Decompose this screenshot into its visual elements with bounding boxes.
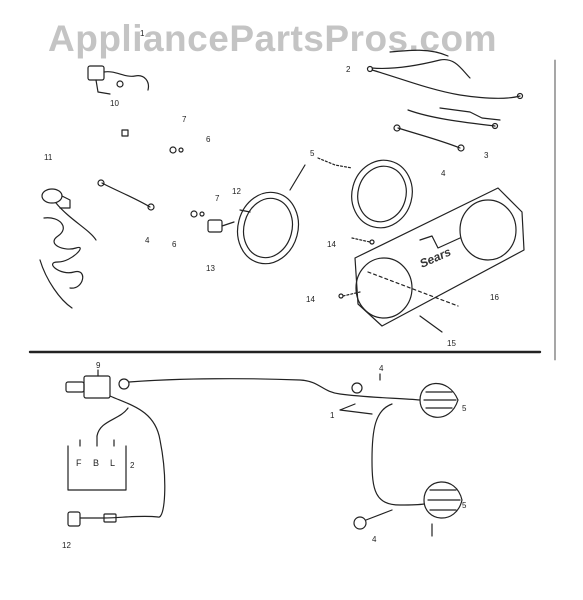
connector-part-12: [67, 511, 117, 527]
callout-number: 16: [490, 293, 499, 302]
callout-number: 2: [346, 65, 351, 74]
sealed-beam-lamp-right: [351, 159, 413, 229]
watermark-logo: AppliancePartsPros.com: [48, 18, 497, 59]
callout-number: 13: [206, 264, 215, 273]
mounting-panel-16: [354, 187, 525, 327]
panel-brand-text: Sears: [418, 245, 454, 271]
callout-number: 12: [62, 541, 71, 550]
callout-number: 6: [206, 135, 211, 144]
callout-number: 5: [310, 149, 315, 158]
callout-number: 9: [96, 361, 101, 370]
callout-number: 11: [44, 153, 53, 162]
wire-part-3: [407, 109, 499, 130]
screws-14-15: [338, 237, 459, 333]
main-harness-part-1: [103, 378, 425, 519]
plug-pin-b: B: [93, 458, 99, 468]
callout-number: 6: [172, 240, 177, 249]
callout-number: 12: [232, 187, 241, 196]
wire-part-4-right: [393, 124, 465, 152]
wire-part-4-left: [97, 179, 155, 211]
headlamp-lower: [423, 481, 463, 519]
callout-number: 10: [110, 99, 119, 108]
callout-number: 14: [327, 240, 336, 249]
callout-number: 1: [330, 411, 335, 420]
headlamp-upper: [419, 382, 459, 418]
callout-number: 7: [182, 115, 187, 124]
callout-number: 4: [379, 364, 384, 373]
callout-number: 4: [372, 535, 377, 544]
callout-number: 7: [215, 194, 220, 203]
bulb-part-4-lower: [353, 509, 393, 530]
plug-pin-l: L: [110, 458, 115, 468]
callout-number: 5: [462, 501, 467, 510]
callout-number: 4: [145, 236, 150, 245]
switch-assembly-part-10: [87, 65, 150, 95]
fastener-parts: [121, 129, 184, 154]
wire-harness-part-2: [366, 49, 524, 121]
plug-pin-f: F: [76, 458, 82, 468]
lamp-part-11: [39, 188, 97, 309]
switch-part-9: [65, 375, 130, 399]
plug-block: [67, 407, 129, 491]
callout-number: 14: [306, 295, 315, 304]
callout-number: 5: [462, 404, 467, 413]
callout-number: 4: [441, 169, 446, 178]
callout-number: 1: [140, 29, 145, 38]
callout-number: 15: [447, 339, 456, 348]
callout-number: 3: [484, 151, 489, 160]
callout-number: 2: [130, 461, 135, 470]
sealed-beam-lamp-left: [236, 191, 300, 265]
mount-parts-13: [190, 210, 235, 233]
